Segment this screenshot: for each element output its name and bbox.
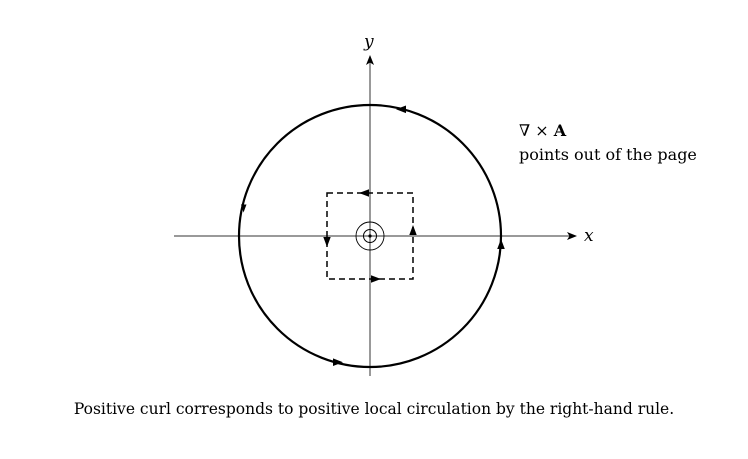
square-arrow-left [323,237,331,247]
out-of-page-outer-ring [355,221,385,251]
square-arrow-right [409,225,417,235]
circle-arrow-top [396,105,406,114]
out-of-page-dot [368,234,372,238]
vector-field-symbol: A [553,121,567,140]
out-of-page-inner-ring [363,229,377,243]
square-arrow-bottom [371,275,381,283]
square-arrow-top [359,189,369,197]
curl-direction-text: points out of the page [519,145,697,164]
curl-annotation: ∇ × A points out of the page [519,119,697,167]
times-symbol: × [535,121,549,140]
circle-arrow-right [497,239,505,249]
x-axis-label: x [584,226,594,246]
curl-expression: ∇ × A [519,119,697,143]
figure-caption: Positive curl corresponds to positive lo… [73,400,675,418]
circle-arrow-left [241,204,247,213]
y-axis-label: y [363,32,374,52]
local-loop-square [326,192,414,280]
circle-arrow-bottom [333,358,343,366]
nabla-symbol: ∇ [519,121,531,140]
circulation-circle [237,103,503,369]
